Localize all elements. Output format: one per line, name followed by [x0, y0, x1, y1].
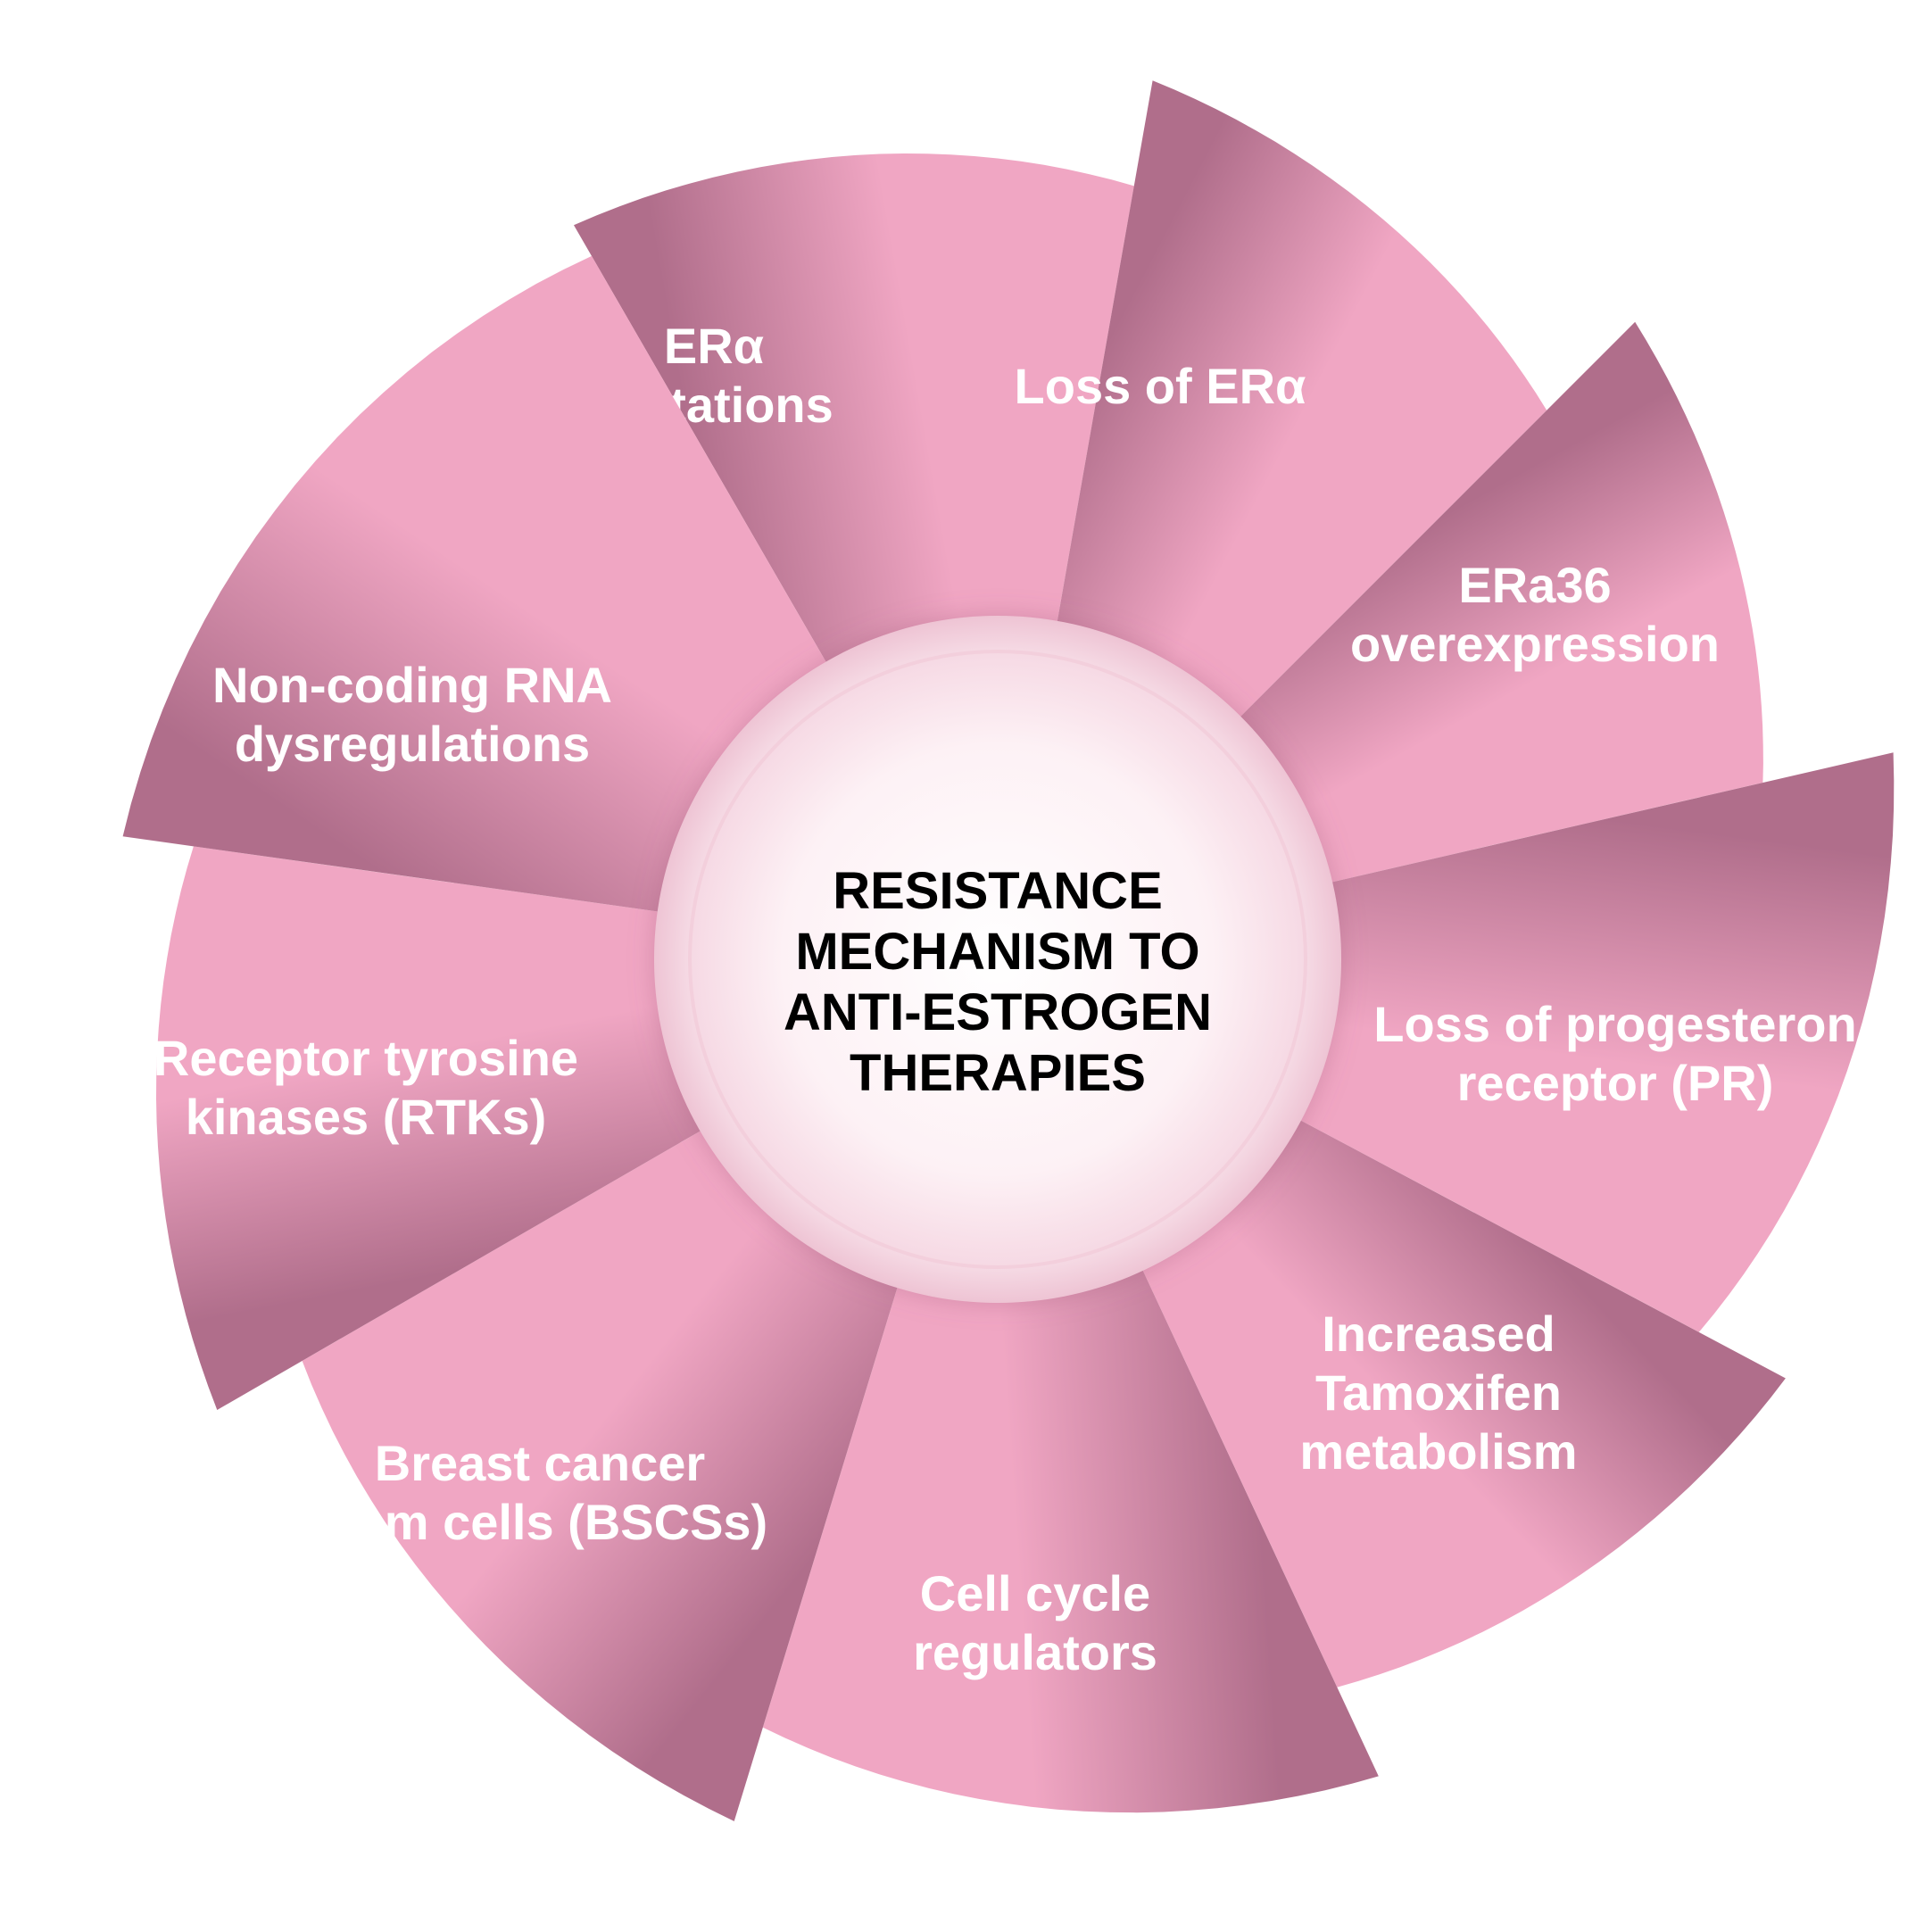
- segment-loss-of-pr: [1265, 752, 1895, 1332]
- segment-label-tamoxifen-metabolism-line-1: Increased: [1322, 1306, 1555, 1362]
- segment-label-er-alpha-mutations-line-1: ERα: [664, 318, 764, 374]
- center-title-line-4: THERAPIES: [850, 1044, 1146, 1102]
- center-title-line-2: MECHANISM TO: [795, 923, 1199, 981]
- center-title-line-3: ANTI-ESTROGEN: [784, 983, 1212, 1041]
- segment-bscs: [302, 1111, 909, 1821]
- segment-label-rtks-line-1: Receptor tyrosine: [153, 1030, 578, 1086]
- center-hub: RESISTANCE MECHANISM TO ANTI-ESTROGEN TH…: [654, 616, 1341, 1303]
- segment-label-non-coding-rna-line-2: dysregulations: [235, 716, 590, 772]
- segment-cell-cycle-regulators: [762, 1234, 1379, 1813]
- segment-label-loss-of-pr-line-1: Loss of progesteron: [1373, 996, 1856, 1052]
- segment-label-bscs-line-2: stem cells (BSCSs): [312, 1494, 767, 1550]
- segment-tamoxifen-metabolism: [1125, 1101, 1786, 1687]
- segment-label-era36-overexpression-line-1: ERa36: [1458, 557, 1611, 613]
- segment-label-non-coding-rna-line-1: Non-coding RNA: [212, 657, 612, 713]
- segment-label-tamoxifen-metabolism-line-2: Tamoxifen: [1315, 1364, 1562, 1421]
- segment-label-tamoxifen-metabolism-line-3: metabolism: [1299, 1423, 1577, 1480]
- segment-label-cell-cycle-regulators-line-1: Cell cycle: [920, 1565, 1150, 1621]
- segment-label-loss-of-er-alpha-line-1: Loss of ERα: [1015, 358, 1306, 414]
- segment-er-alpha-mutations: [574, 153, 1134, 697]
- segment-label-cell-cycle-regulators-line-2: regulators: [913, 1624, 1157, 1680]
- segment-label-rtks-line-2: kinases (RTKs): [186, 1089, 547, 1145]
- segment-era36-overexpression: [1212, 321, 1763, 891]
- segment-label-era36-overexpression-line-2: overexpression: [1350, 616, 1720, 672]
- center-title-line-1: RESISTANCE: [833, 862, 1163, 920]
- segment-label-bscs-line-1: Breast cancer: [375, 1435, 705, 1491]
- segment-non-coding-rna: [122, 255, 847, 917]
- segment-loss-of-er-alpha: [1050, 80, 1547, 745]
- center-inner-circle: [688, 650, 1307, 1269]
- segment-rtks: [156, 846, 735, 1410]
- segment-label-loss-of-pr-line-2: receptor (PR): [1457, 1055, 1774, 1111]
